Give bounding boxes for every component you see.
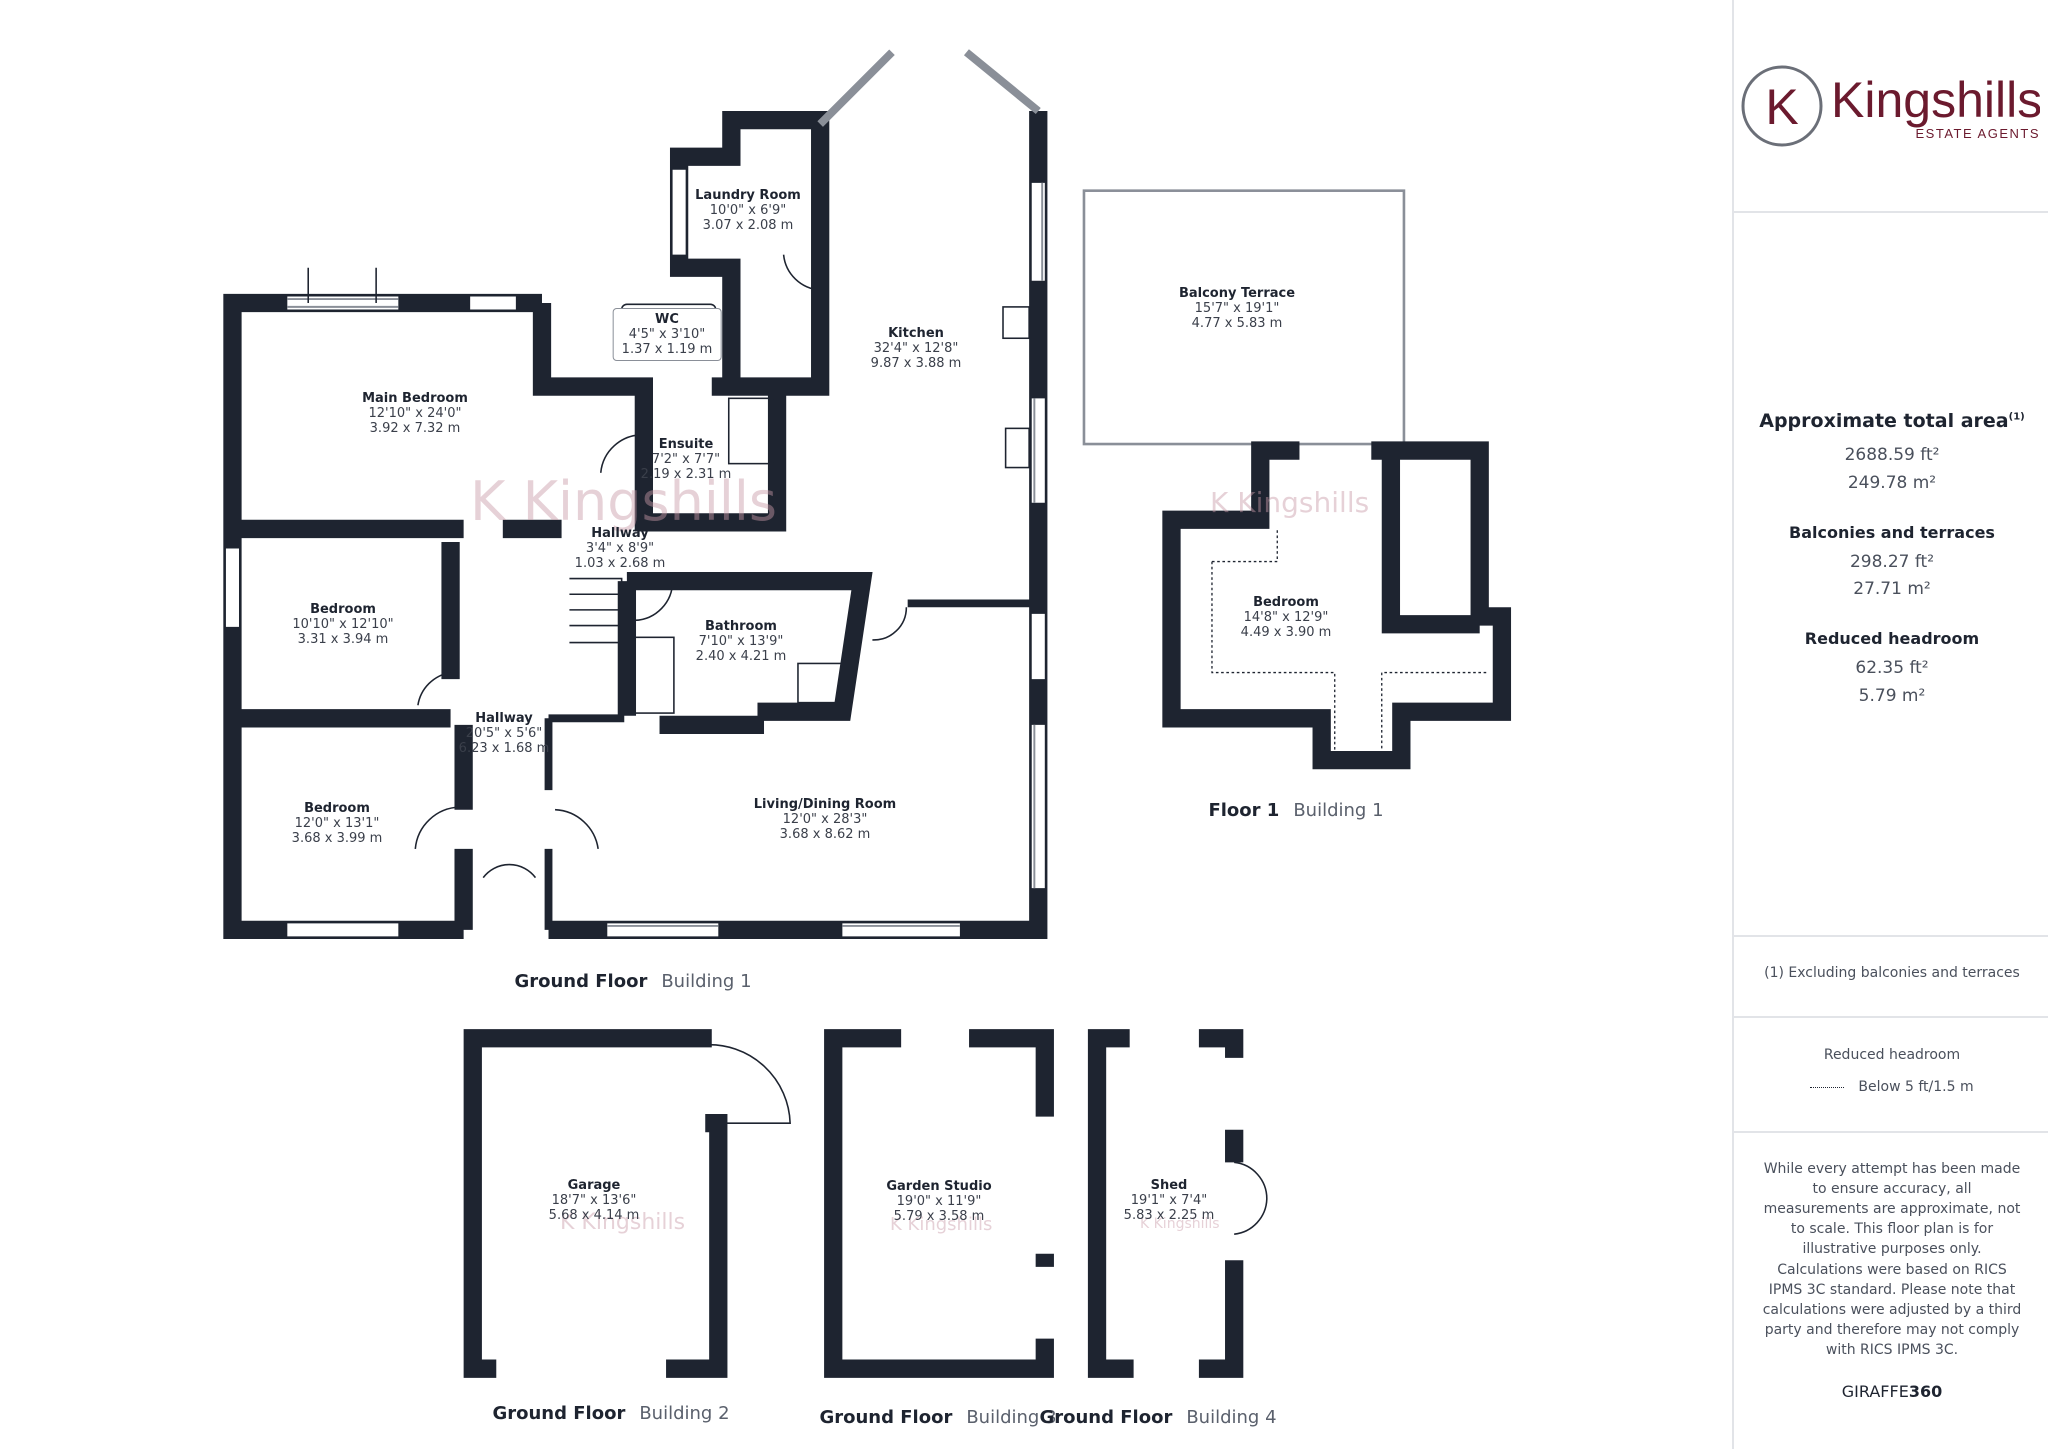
total-area-ft: 2688.59 ft² xyxy=(1844,445,1940,465)
dotted-line-icon xyxy=(1810,1086,1845,1088)
headroom-m: 5.79 m² xyxy=(1858,686,1926,706)
door-swings xyxy=(307,254,1030,879)
headroom-ft: 62.35 ft² xyxy=(1855,658,1929,678)
kingshills-logo: K Kingshills ESTATE AGENTS xyxy=(1740,62,2042,152)
wall-bathroom xyxy=(617,572,873,734)
total-area-m: 249.78 m² xyxy=(1847,473,1937,493)
balconies-m: 27.71 m² xyxy=(1853,579,1931,599)
balconies-ft: 298.27 ft² xyxy=(1849,552,1935,572)
wall-floor1 xyxy=(1162,441,1512,770)
wall-ensuite xyxy=(634,394,787,532)
info-sidebar: Approximate total area(1) 2688.59 ft² 24… xyxy=(1732,0,2048,1449)
divider xyxy=(1734,1016,2048,1018)
svg-text:ESTATE AGENTS: ESTATE AGENTS xyxy=(1916,126,2040,141)
giraffe360-credit: GIRAFFE360 xyxy=(1841,1382,1943,1401)
calculation-note: Calculations were based on RICS IPMS 3C … xyxy=(1762,1262,2022,1358)
balconies-title: Balconies and terraces xyxy=(1789,523,1995,542)
total-area-title: Approximate total area(1) xyxy=(1759,410,2025,432)
wall-bedroom2 xyxy=(232,541,460,728)
wall-kitchen-angled xyxy=(817,49,1041,127)
logo-mark: K Kingshills ESTATE AGENTS xyxy=(1741,65,2042,147)
wall-living xyxy=(544,599,1039,930)
windows xyxy=(225,169,1045,937)
watermark-logo: K Kingshills xyxy=(470,470,777,533)
wall-studio xyxy=(824,1029,1054,1378)
wall-bedroom-step xyxy=(532,302,653,396)
svg-text:K: K xyxy=(1765,79,1798,135)
legend-item: Below 5 ft/1.5 m xyxy=(1734,1077,2048,1097)
headroom-title: Reduced headroom xyxy=(1804,629,1980,648)
legend-title: Reduced headroom xyxy=(1823,1047,1961,1063)
reduced-headroom-line xyxy=(1211,528,1489,751)
watermark-logo: K Kingshills xyxy=(890,1214,993,1235)
divider xyxy=(1734,935,2048,937)
window-lines xyxy=(287,182,1044,927)
disclaimer: While every attempt has been made to ens… xyxy=(1763,1161,2021,1257)
balcony-terrace xyxy=(1082,189,1406,446)
wall-shed xyxy=(1087,1029,1244,1378)
divider xyxy=(1734,1131,2048,1133)
svg-text:Kingshills: Kingshills xyxy=(1831,72,2040,128)
watermark-logo: K Kingshills xyxy=(560,1210,686,1235)
watermark-logo: K Kingshills xyxy=(1140,1216,1220,1232)
divider xyxy=(1734,211,2048,213)
footnote: (1) Excluding balconies and terraces xyxy=(1764,965,2020,981)
watermark-logo: K Kingshills xyxy=(1210,486,1370,519)
wall-wc xyxy=(669,111,830,396)
